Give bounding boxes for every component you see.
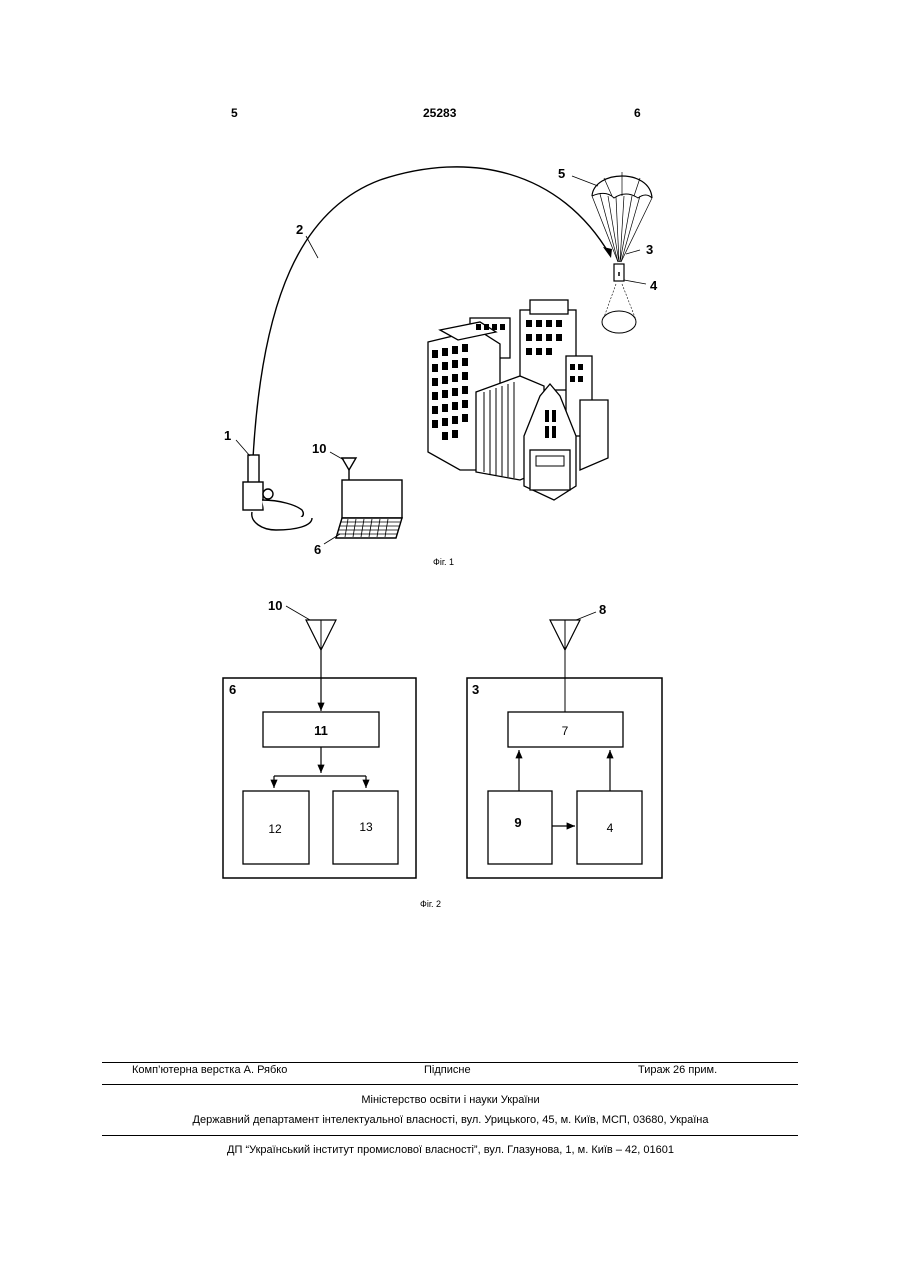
block-12-label: 12	[268, 822, 282, 836]
block-11-label: 11	[314, 723, 328, 738]
antenna-10-label: 10	[268, 598, 282, 613]
figure-1: 2 1 10 6 5 3 4 Фіг. 1	[0, 0, 901, 600]
label-2: 2	[296, 222, 303, 237]
footer-ministry: Міністерство освіти і науки України	[0, 1094, 901, 1106]
label-1: 1	[224, 428, 231, 443]
label-5: 5	[558, 166, 565, 181]
label-4: 4	[650, 278, 658, 293]
figure-2-caption: Фіг. 2	[420, 899, 441, 909]
footer-institute: ДП “Український інститут промислової вла…	[0, 1144, 901, 1156]
footer-layout-by: Комп’ютерна верстка А. Рябко	[132, 1064, 287, 1076]
trajectory-arrowhead	[603, 247, 612, 258]
label-6: 6	[314, 542, 321, 557]
block-7-label: 7	[562, 724, 569, 738]
block-13-label: 13	[359, 820, 373, 834]
footer-rule-top	[102, 1062, 798, 1063]
antenna-8-label: 8	[599, 602, 606, 617]
city-buildings-drawing	[428, 300, 608, 500]
label-10: 10	[312, 441, 326, 456]
figure-1-caption: Фіг. 1	[433, 557, 454, 567]
block-3-diagram: 8 3 7 9 4	[467, 602, 662, 878]
parachute-drawing	[592, 172, 652, 333]
block-3-label: 3	[472, 682, 479, 697]
footer-signed: Підписне	[424, 1064, 471, 1076]
footer-rule-bottom	[102, 1135, 798, 1136]
footer-rule-middle	[102, 1084, 798, 1085]
label-3: 3	[646, 242, 653, 257]
block-6-diagram: 10 6 11 12 13	[223, 598, 416, 878]
block-9-label: 9	[514, 815, 521, 830]
footer-department: Державний департамент інтелектуальної вл…	[0, 1114, 901, 1126]
launcher-drawing	[243, 455, 312, 530]
figure-2: 10 6 11 12 13 8 3 7 9 4 Фіг. 2	[0, 590, 901, 920]
footer-circulation: Тираж 26 прим.	[638, 1064, 717, 1076]
block-4-label: 4	[607, 821, 614, 835]
block-6-label: 6	[229, 682, 236, 697]
